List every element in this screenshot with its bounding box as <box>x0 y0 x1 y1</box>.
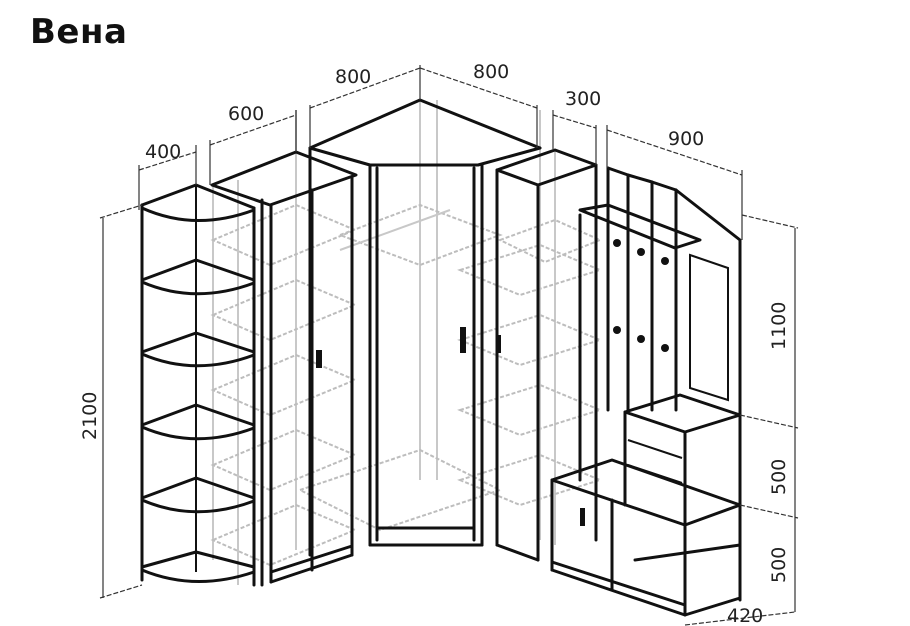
mirror <box>689 253 729 402</box>
dim-800-right: 800 <box>473 61 509 83</box>
dim-900: 900 <box>668 128 704 150</box>
hook-icon <box>661 257 669 265</box>
hook-icon <box>637 248 645 256</box>
hallway-unit <box>550 166 742 617</box>
door-handle-icon <box>580 508 585 526</box>
dim-800-left: 800 <box>335 66 371 88</box>
dim-600: 600 <box>228 103 264 125</box>
door-handle-icon <box>460 327 466 353</box>
dim-500-lower: 500 <box>768 547 790 583</box>
page-title: Вена <box>30 12 128 52</box>
hook-icon <box>613 239 621 247</box>
dimension-labels: 400 600 800 800 300 900 2100 1100 500 50… <box>79 61 790 626</box>
dim-420: 420 <box>727 605 763 626</box>
corner-wardrobe <box>308 98 542 557</box>
dim-400: 400 <box>145 141 181 163</box>
wardrobe-600 <box>210 150 358 587</box>
dimension-lines <box>99 65 799 626</box>
door-handle-icon <box>496 335 501 353</box>
hook-icon <box>613 326 621 334</box>
dim-1100: 1100 <box>768 302 790 350</box>
hook-icon <box>637 335 645 343</box>
dim-300: 300 <box>565 88 601 110</box>
door-handle-icon <box>316 350 322 368</box>
hook-icon <box>661 344 669 352</box>
wardrobe-300 <box>495 148 598 562</box>
corner-shelf-unit <box>140 183 256 587</box>
dim-500-middle: 500 <box>768 459 790 495</box>
dim-2100: 2100 <box>79 392 101 440</box>
